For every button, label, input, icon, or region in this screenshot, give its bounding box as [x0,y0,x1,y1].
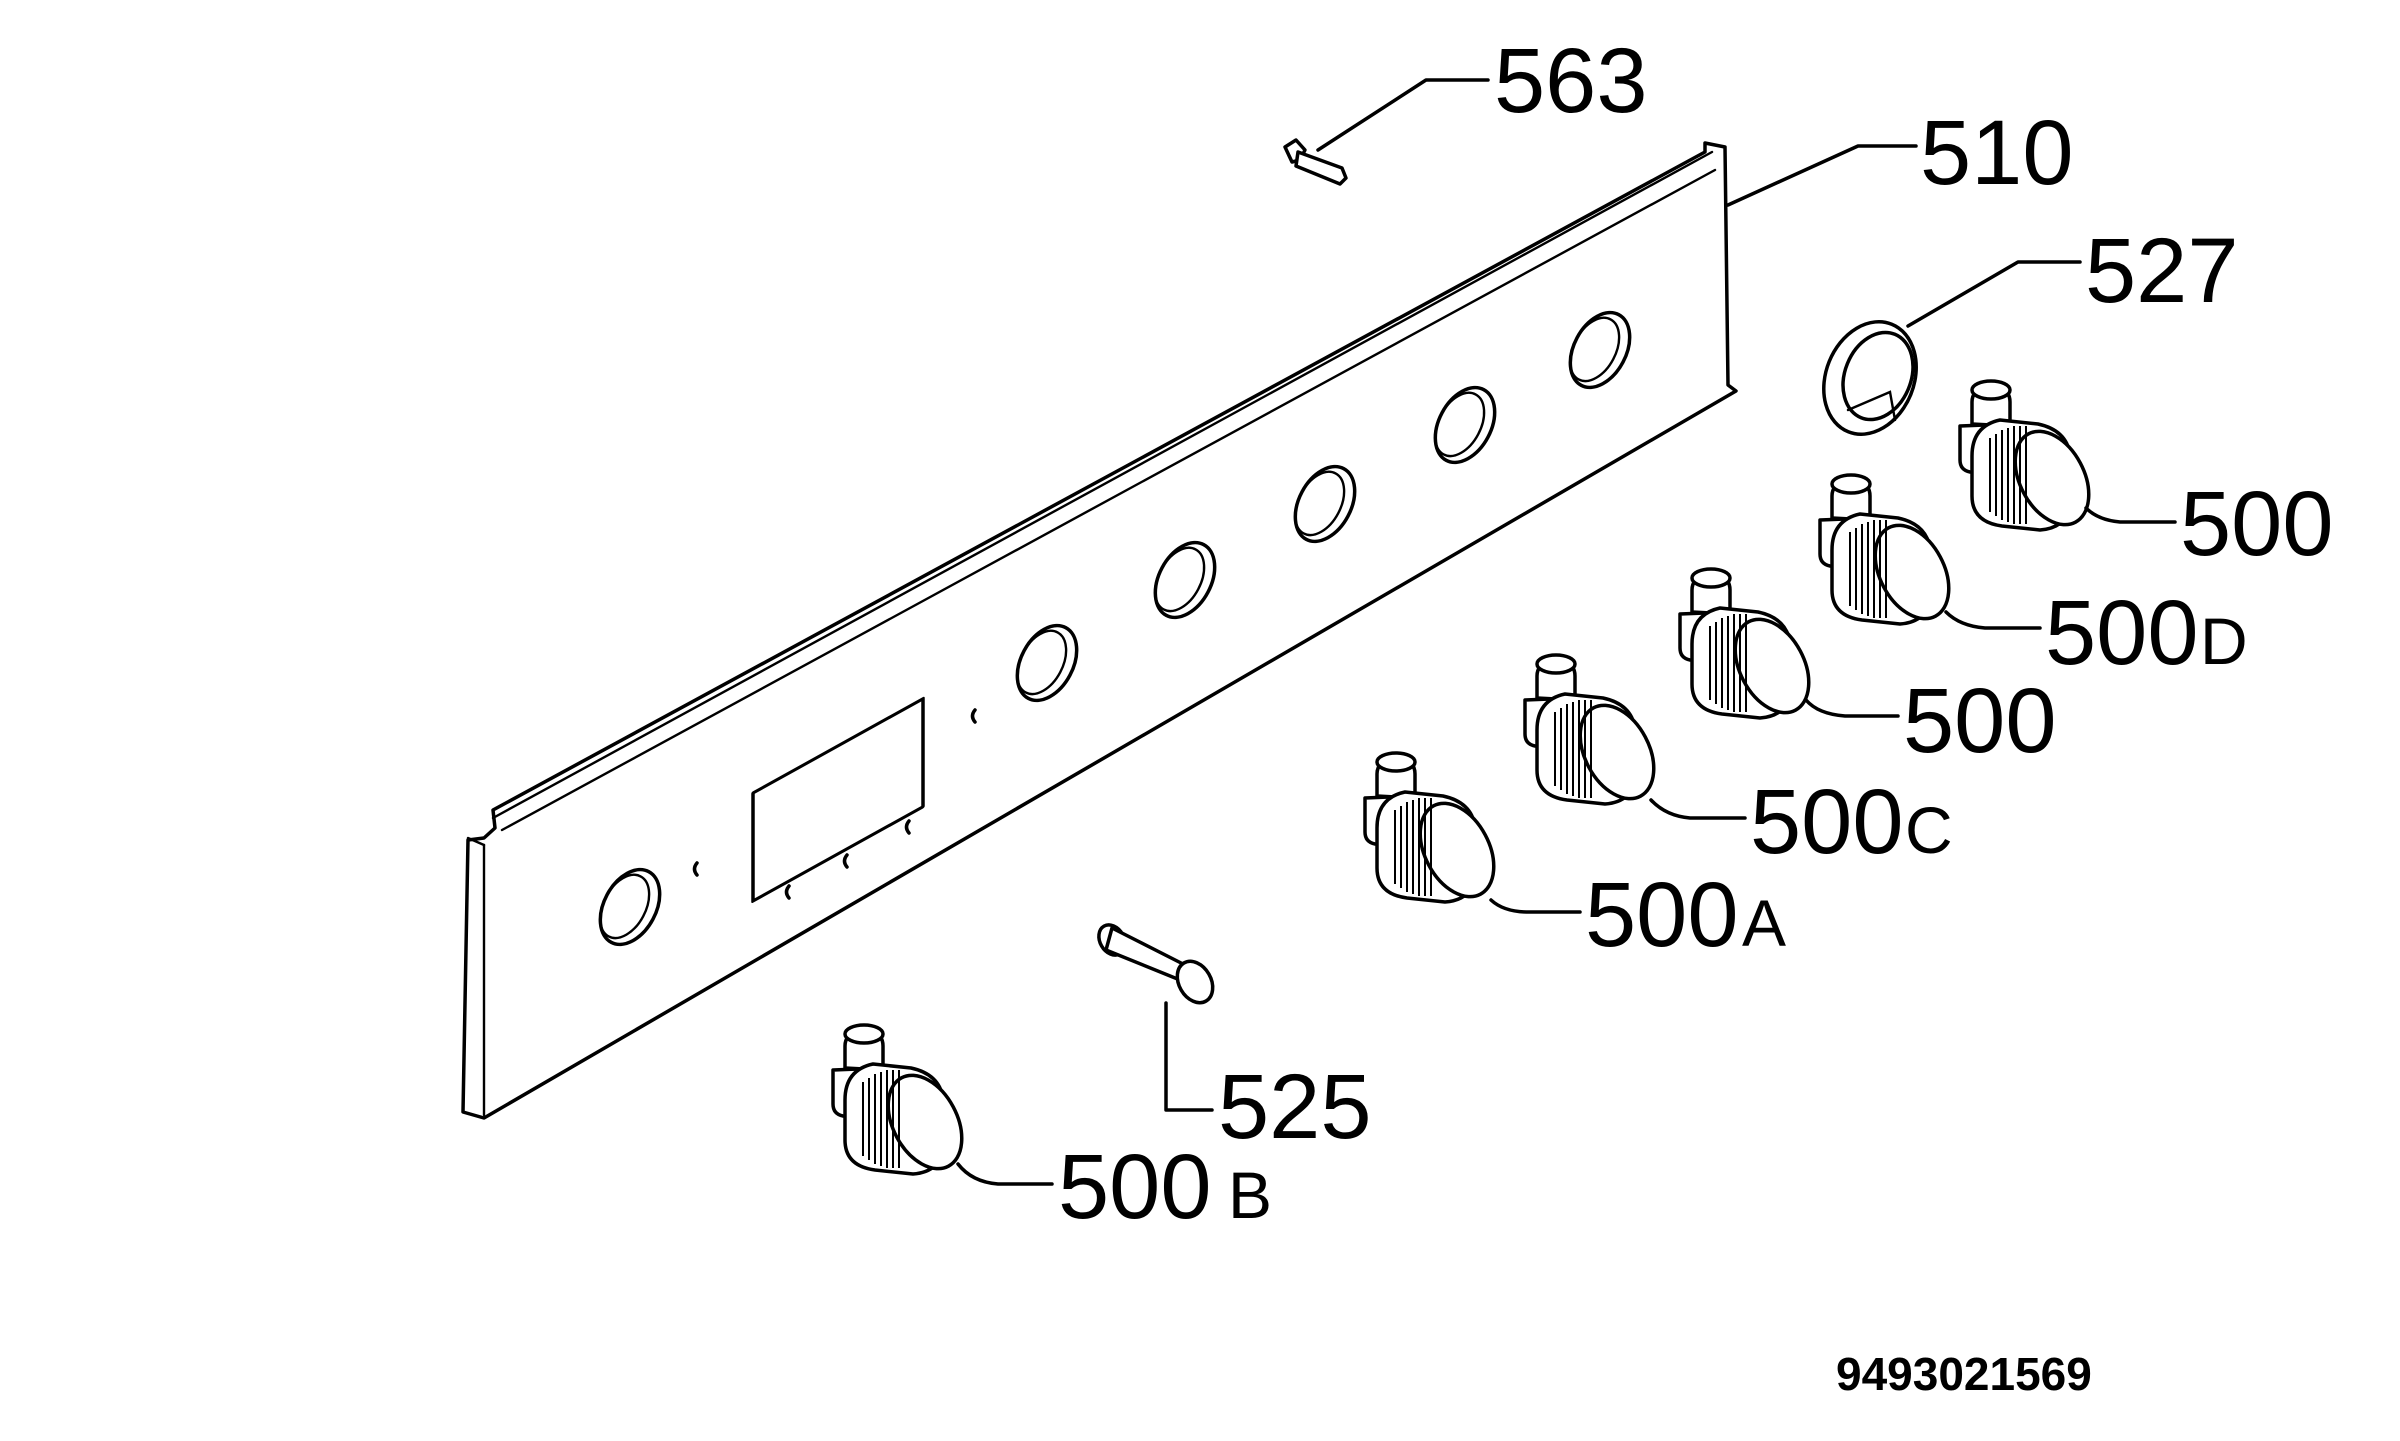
leader-525 [1164,1001,1214,1112]
leader-510 [1726,144,1918,207]
callout-525: 525 [1218,1056,1372,1158]
knob-500a [1363,751,1511,911]
knob-500d [1818,473,1966,633]
knob-500-middle [1678,567,1826,727]
callout-500b-number: 500 [1058,1136,1212,1238]
screw-563 [1283,138,1348,186]
leader-563 [1316,78,1490,152]
leader-500b [956,1162,1054,1186]
callout-500c-number: 500 [1750,771,1904,873]
leader-500-top [2084,506,2177,524]
panel-indicator-marks [692,708,977,900]
leader-500-middle [1804,698,1900,718]
trim-ring-527 [1822,320,1918,436]
pin-525 [1097,923,1215,1005]
control-panel [461,141,1738,1120]
knob-500c [1523,653,1671,813]
callout-510: 510 [1920,102,2074,204]
callout-500a: 500 A [1585,864,1786,966]
panel-display-window [751,696,925,904]
knob-500b [831,1023,979,1183]
callout-500d-suffix: D [2200,604,2248,678]
callout-500-top: 500 [2180,473,2334,575]
callout-500a-number: 500 [1585,864,1739,966]
document-number: 9493021569 [1836,1348,2092,1400]
callout-563: 563 [1494,30,1648,132]
callout-527: 527 [2085,220,2239,322]
callout-500-middle: 500 [1903,670,2057,772]
leader-527 [1906,260,2082,328]
callout-500a-suffix: A [1742,886,1786,960]
callout-500c: 500 C [1750,771,1953,873]
callout-500c-suffix: C [1905,793,1953,867]
leader-500d [1944,610,2042,630]
callout-500d: 500 D [2045,582,2248,684]
callout-500b: 500 B [1058,1136,1272,1238]
callout-500d-number: 500 [2045,582,2199,684]
callout-500b-suffix: B [1228,1158,1272,1232]
leader-500c [1649,798,1747,820]
knob-500-top [1958,379,2106,539]
leader-500a [1489,898,1582,914]
leader-lines [956,78,2177,1186]
